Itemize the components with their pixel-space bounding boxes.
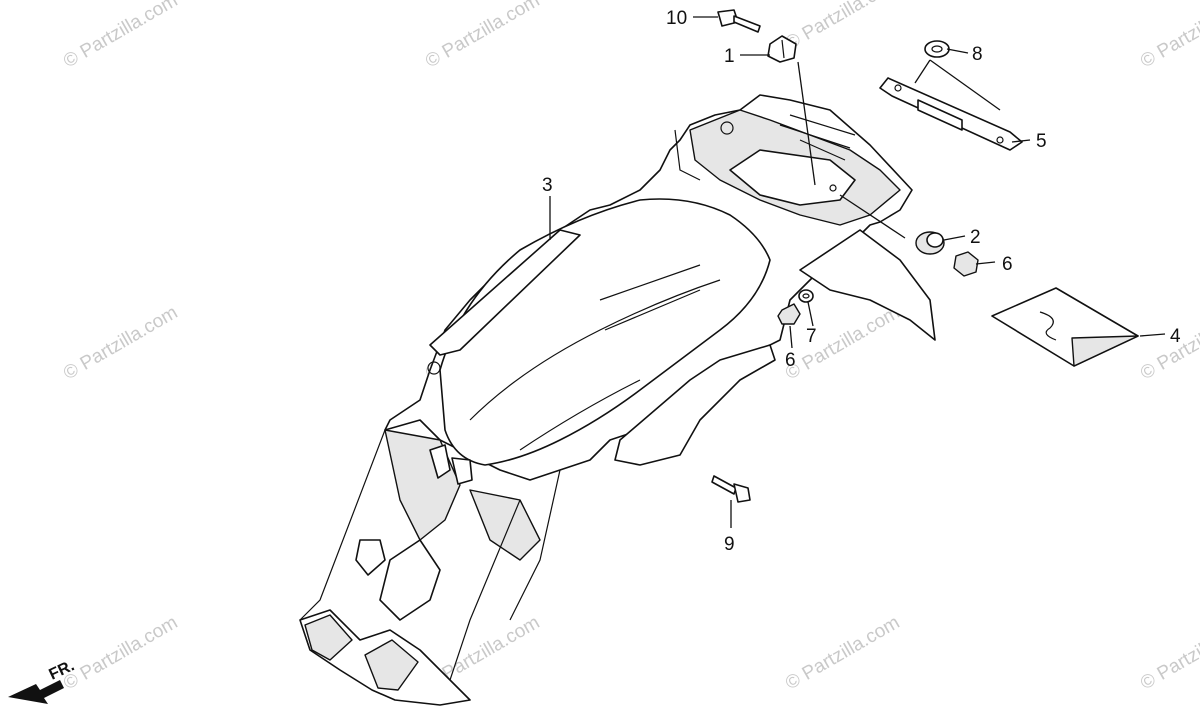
callouts: 10 1 8 5 3 2 6 4 7 6 9 [542, 8, 1181, 555]
watermark: © Partzilla.com [782, 0, 903, 54]
watermark: © Partzilla.com [60, 302, 181, 384]
callout-4: 4 [1170, 326, 1181, 347]
watermark: © Partzilla.com [1137, 612, 1200, 694]
callout-10: 10 [666, 8, 687, 29]
watermark: © Partzilla.com [422, 0, 543, 72]
watermark: © Partzilla.com [1137, 0, 1200, 72]
callout-6: 6 [1002, 254, 1013, 275]
callout-6: 6 [785, 350, 796, 371]
mud-flap-4-part [991, 287, 1139, 367]
callout-8: 8 [972, 44, 983, 65]
callout-2: 2 [970, 227, 981, 248]
callout-1: 1 [724, 46, 735, 67]
front-arrow-icon [8, 680, 64, 704]
watermark: © Partzilla.com [60, 612, 181, 694]
bolt-10-part [717, 9, 761, 33]
bracket-5-part [879, 77, 1023, 151]
callout-7: 7 [806, 326, 817, 347]
watermark: © Partzilla.com [782, 612, 903, 694]
rear-fender-part [299, 94, 936, 706]
watermark: © Partzilla.com [1137, 302, 1200, 384]
callout-3: 3 [542, 175, 553, 196]
washer-7-part [798, 289, 814, 303]
callout-5: 5 [1036, 131, 1047, 152]
washer-8-part [924, 40, 950, 58]
collar-1-part [767, 35, 797, 63]
callout-9: 9 [724, 534, 735, 555]
nut-6-part [777, 251, 979, 325]
watermark: © Partzilla.com [60, 0, 181, 72]
bolt-9-part [711, 475, 751, 503]
leader-lines [549, 16, 1166, 528]
grommet-2-part [915, 231, 945, 255]
